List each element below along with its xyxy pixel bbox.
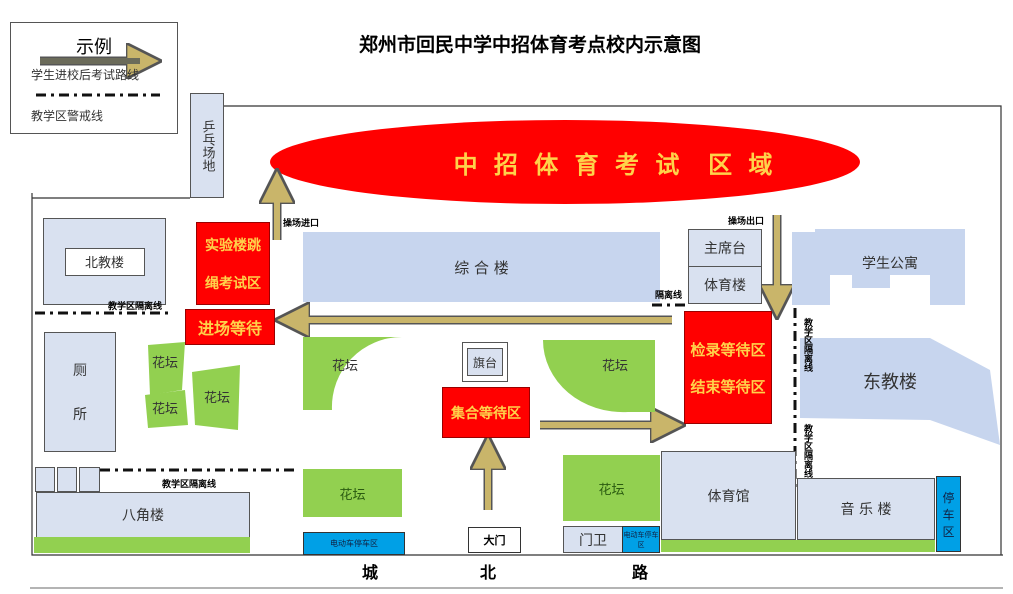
toilet-label-1: 厕 xyxy=(73,363,87,379)
isolation-label: 教学区隔离线 xyxy=(802,424,812,478)
page-title: 郑州市回民中学中招体育考点校内示意图 xyxy=(358,33,701,56)
small-structure xyxy=(35,467,55,492)
assembly-zone: 集合等待区 xyxy=(442,387,530,438)
flowerbed-left-1 xyxy=(148,342,185,395)
field-exit-label: 操场出口 xyxy=(728,217,765,227)
parking-label: 停 xyxy=(942,490,955,505)
flowerbed-left-3 xyxy=(192,365,240,430)
exam-zone-ellipse xyxy=(270,120,860,204)
ebike-parking: 电动车停车区 xyxy=(303,532,405,555)
road-char: 北 xyxy=(479,563,496,582)
guard-room: 门卫 xyxy=(563,526,623,553)
exam-zone-label: 中 招 体 育 考 试 区 域 xyxy=(453,150,777,179)
flag-platform: 旗台 xyxy=(462,342,508,382)
road-char: 路 xyxy=(631,563,648,582)
parking-area: 停车区 xyxy=(936,476,961,552)
jump-rope-zone: 实验楼跳绳考试区 xyxy=(196,222,270,305)
flowerbed-center-right xyxy=(542,340,655,413)
east-building-label: 东教楼 xyxy=(863,372,917,393)
parking-label: 区 xyxy=(942,524,955,539)
small-structure xyxy=(57,467,77,492)
entry-wait-zone: 进场等待 xyxy=(185,309,275,345)
east-building xyxy=(800,338,1000,445)
toilet: 厕所 xyxy=(44,332,116,452)
main-gate: 大门 xyxy=(468,527,521,553)
north-building-label: 北教楼 xyxy=(64,247,145,276)
flowerbed-label: 花坛 xyxy=(332,358,358,374)
jump-rope-label-2: 绳考试区 xyxy=(205,275,261,292)
dorm-label: 学生公寓 xyxy=(862,255,918,272)
legend-route-label: 学生进校后考试路线 xyxy=(31,68,140,82)
isolation-label: 教学区隔离线 xyxy=(802,318,812,372)
isolation-label: 隔离线 xyxy=(655,291,683,301)
jump-rope-label-1: 实验楼跳 xyxy=(205,237,261,254)
dorm-building xyxy=(792,229,965,305)
parking-label: 车 xyxy=(942,507,955,522)
flowerbed-label: 花坛 xyxy=(602,358,628,374)
gymnasium: 体育馆 xyxy=(661,451,796,540)
campus-boundary xyxy=(30,105,1003,589)
legend-box: 示例 学生进校后考试路线 教学区警戒线 xyxy=(10,22,178,134)
legend-warning-label: 教学区警戒线 xyxy=(31,109,104,123)
flag-label: 旗台 xyxy=(467,348,503,376)
flowerbed-left-2 xyxy=(145,390,188,428)
flowerbed: 花坛 xyxy=(563,455,660,521)
finish-label: 结束等待区 xyxy=(690,377,766,396)
legend-heading: 示例 xyxy=(76,37,112,58)
field-entry-label: 操场进口 xyxy=(283,219,320,229)
flowerbed-label: 花坛 xyxy=(152,401,178,417)
checkin-label: 检录等待区 xyxy=(690,340,766,359)
small-structure xyxy=(79,467,100,492)
sports-building: 体育楼 xyxy=(688,266,762,304)
isolation-label: 教学区隔离线 xyxy=(108,302,163,312)
pingpong-court: 乒乓场地 xyxy=(190,93,224,198)
isolation-lines xyxy=(35,93,797,490)
rostrum: 主席台 xyxy=(688,229,762,267)
green-strip xyxy=(661,540,935,552)
flowerbed-label: 花坛 xyxy=(152,355,178,371)
flowerbed-label: 花坛 xyxy=(204,390,230,406)
flowerbed-center-left xyxy=(303,336,402,410)
green-strip xyxy=(34,537,250,553)
isolation-label: 教学区隔离线 xyxy=(162,480,217,490)
ebike-parking: 电动车停车区 xyxy=(622,526,660,553)
music-building: 音 乐 楼 xyxy=(797,478,935,540)
checkin-zone: 检录等待区结束等待区 xyxy=(684,311,772,424)
toilet-label-2: 所 xyxy=(73,407,87,423)
complex-building: 综 合 楼 xyxy=(303,232,660,302)
octagon-building: 八角楼 xyxy=(36,492,250,538)
north-building: 北教楼 xyxy=(43,218,166,305)
road-char: 城 xyxy=(361,563,378,582)
flowerbed: 花坛 xyxy=(303,469,402,517)
